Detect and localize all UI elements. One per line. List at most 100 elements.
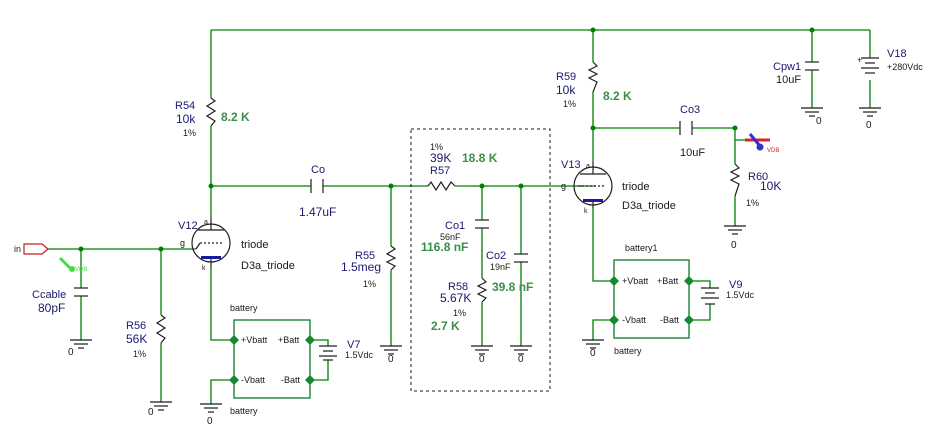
ground-735: 0	[723, 225, 747, 251]
pin-icon	[305, 335, 315, 345]
source-v7[interactable]: V7 1.5Vdc	[319, 339, 374, 361]
triode-v13[interactable]: a k g V13 triode D3a_triode	[561, 159, 676, 215]
svg-text:0: 0	[518, 354, 524, 365]
probe-icon	[58, 256, 72, 270]
capacitor-co2[interactable]: Co2 19nF 39.8 nF	[486, 250, 533, 294]
source-v9[interactable]: V9 1.5Vdc	[701, 279, 755, 305]
r56-ref: R56	[126, 320, 146, 332]
network-box	[410, 128, 551, 392]
resistor-r58[interactable]: R58 5.67K 1% 2.7 K	[431, 277, 488, 333]
capacitor-ccable[interactable]: Ccable 80pF	[32, 287, 88, 315]
svg-text:+Vbatt: +Vbatt	[622, 276, 649, 286]
svg-text:+: +	[857, 55, 862, 65]
co3-value: 10uF	[680, 147, 705, 159]
r57-annotation: 18.8 K	[462, 151, 498, 165]
capacitor-cpw1[interactable]: Cpw1 10uF	[773, 61, 819, 86]
source-v18[interactable]: + V18 +280Vdc	[857, 48, 923, 74]
r55-ref: R55	[355, 250, 375, 262]
ground-482: 0	[470, 345, 494, 365]
output-voltage-probe[interactable]: VDB	[745, 133, 779, 154]
capacitor-co[interactable]: Co 1.47uF	[299, 164, 336, 219]
ground-211: 0	[199, 403, 223, 427]
r58-tolerance: 1%	[453, 308, 466, 318]
svg-text:0: 0	[731, 240, 737, 251]
resistor-r54[interactable]: R54 10k 1% 8.2 K	[175, 97, 250, 138]
probe-label: VDB	[767, 148, 779, 154]
r56-tolerance: 1%	[133, 349, 146, 359]
v7-value: 1.5Vdc	[345, 350, 374, 360]
resistor-r55[interactable]: R55 1.5meg 1%	[341, 245, 397, 289]
cathode-icon	[201, 256, 221, 259]
v18-value: +280Vdc	[887, 62, 923, 72]
pin-icon	[684, 315, 694, 325]
r59-tolerance: 1%	[563, 99, 576, 109]
r60-value: 10K	[760, 179, 781, 193]
svg-text:+Batt: +Batt	[657, 276, 679, 286]
svg-text:0: 0	[207, 416, 213, 427]
battery-block-right[interactable]: battery1 +Vbatt +Batt -Vbatt -Batt batte…	[609, 243, 694, 356]
battery-left-footer: battery	[230, 406, 258, 416]
v13-ref: V13	[561, 159, 581, 171]
svg-text:-Vbatt: -Vbatt	[241, 375, 266, 385]
input-voltage-probe[interactable]: VDB	[58, 256, 87, 273]
co3-ref: Co3	[680, 104, 700, 116]
svg-text:+Vbatt: +Vbatt	[241, 335, 268, 345]
r59-value: 10k	[556, 83, 576, 97]
ground-81: 0	[68, 339, 93, 358]
r54-ref: R54	[175, 100, 195, 112]
r57-ref: R57	[430, 165, 450, 177]
battery-right-footer: battery	[614, 346, 642, 356]
resistor-r59[interactable]: R59 10k 1% 8.2 K	[556, 61, 632, 109]
v9-ref: V9	[729, 279, 742, 291]
resistor-r56[interactable]: R56 56K 1%	[126, 314, 167, 359]
capacitor-co3[interactable]: Co3 10uF	[679, 104, 705, 159]
svg-text:-Batt: -Batt	[660, 315, 680, 325]
v9-value: 1.5Vdc	[726, 290, 755, 300]
svg-text:0: 0	[68, 347, 74, 358]
battery-block-left[interactable]: battery +Vbatt +Batt -Vbatt -Batt batter…	[229, 303, 315, 416]
v7-ref: V7	[347, 339, 360, 351]
co-value: 1.47uF	[299, 205, 336, 219]
r57-tolerance: 1%	[430, 142, 443, 152]
probe-label: VDB	[75, 267, 87, 273]
r58-annotation: 2.7 K	[431, 319, 460, 333]
input-label: in	[14, 244, 21, 254]
resistor-r60[interactable]: R60 10K 1%	[729, 163, 781, 208]
svg-text:k: k	[202, 265, 206, 272]
co1-value: 56nF	[440, 232, 461, 242]
r59-ref: R59	[556, 71, 576, 83]
pin-icon	[609, 315, 619, 325]
ground-870: 0	[858, 107, 882, 131]
r56-value: 56K	[126, 332, 147, 346]
co2-value: 19nF	[490, 262, 511, 272]
v13-model: D3a_triode	[622, 200, 676, 212]
capacitor-co1[interactable]: Co1 56nF 116.8 nF	[421, 219, 489, 254]
ground-812: 0	[800, 107, 824, 127]
cpw1-value: 10uF	[776, 74, 801, 86]
svg-text:a: a	[586, 163, 590, 170]
resistor-r57[interactable]: 1% 39K 18.8 K R57	[427, 142, 498, 192]
ccable-value: 80pF	[38, 301, 65, 315]
r58-ref: R58	[448, 281, 468, 293]
r55-tolerance: 1%	[363, 279, 376, 289]
v13-grid-pin: g	[561, 181, 566, 191]
ground-161: 0	[148, 401, 173, 418]
v13-type: triode	[622, 181, 650, 193]
r55-value: 1.5meg	[341, 260, 381, 274]
r58-value: 5.67K	[440, 291, 471, 305]
svg-text:-Vbatt: -Vbatt	[622, 315, 647, 325]
svg-text:-Batt: -Batt	[281, 375, 301, 385]
r54-value: 10k	[176, 112, 196, 126]
pin-icon	[229, 375, 239, 385]
input-port[interactable]: in	[14, 243, 49, 255]
v12-type: triode	[241, 239, 269, 251]
triode-v12[interactable]: a k g V12 triode D3a_triode	[178, 218, 295, 272]
r60-tolerance: 1%	[746, 198, 759, 208]
svg-text:0: 0	[479, 354, 485, 365]
co2-ref: Co2	[486, 250, 506, 262]
co1-annotation: 116.8 nF	[421, 240, 468, 254]
svg-text:a: a	[204, 219, 208, 226]
wires	[47, 29, 871, 404]
co1-ref: Co1	[445, 220, 465, 232]
